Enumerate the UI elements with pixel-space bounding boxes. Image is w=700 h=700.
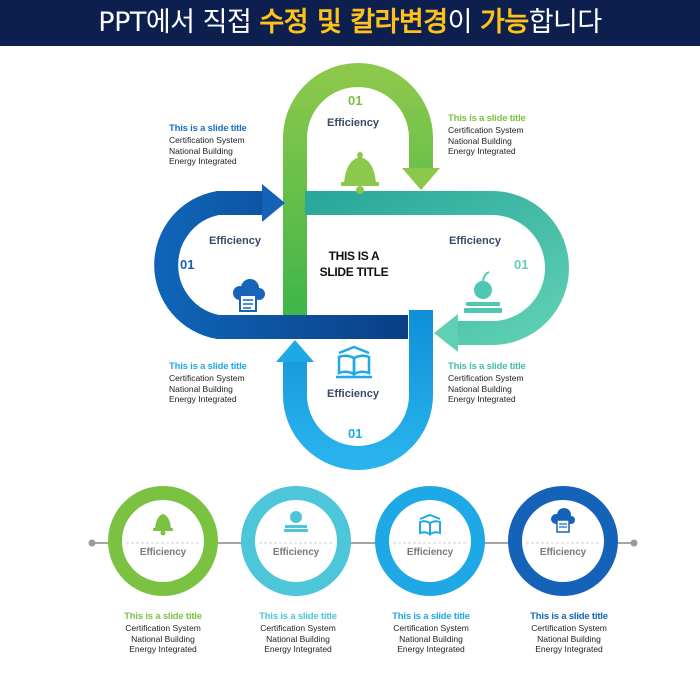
timeline-caption-1: This is a slide title Certification Syst… (113, 610, 213, 655)
timeline-circle-2-label: Efficiency (272, 547, 320, 558)
arrow-right-blue (262, 184, 285, 222)
timeline-caption-line: Energy Integrated (535, 644, 603, 654)
callout-line: Certification System (169, 373, 245, 383)
callout-title: This is a slide title (448, 361, 526, 372)
loop-bottom-number: 01 (348, 426, 363, 441)
bell-icon (341, 152, 379, 194)
callout-top-right: This is a slide title Certification Syst… (448, 112, 526, 157)
callout-line: National Building (448, 383, 512, 394)
center-title: THIS IS A SLIDE TITLE (308, 248, 400, 280)
timeline-end-dot (630, 539, 638, 547)
header-highlight-edit: 수정 및 칼라변경 (259, 7, 448, 38)
callout-bottom-left: This is a slide title Certification Syst… (169, 360, 247, 405)
callout-line: National Building (448, 135, 512, 146)
open-book-icon (419, 513, 441, 536)
loop-left-number: 01 (180, 257, 195, 272)
timeline-caption-title: This is a slide title (259, 611, 337, 622)
apple-book-icon (284, 511, 308, 532)
callout-line: Certification System (169, 135, 245, 145)
timeline-caption-line: National Building (131, 633, 195, 644)
timeline-caption-title: This is a slide title (124, 611, 202, 622)
timeline-caption-2: This is a slide title Certification Syst… (248, 610, 348, 655)
timeline-start-dot (88, 539, 96, 547)
arrow-left-teal (434, 314, 458, 352)
timeline-circle-3-label: Efficiency (406, 547, 454, 558)
timeline-caption-3: This is a slide title Certification Syst… (381, 610, 481, 655)
callout-line: Energy Integrated (169, 156, 237, 166)
timeline-caption-line: National Building (399, 633, 463, 644)
timeline-circle-1-label: Efficiency (139, 547, 187, 558)
loop-right-number: 01 (514, 257, 529, 272)
loop-right-teal (305, 191, 569, 352)
loop-bottom-label: Efficiency (327, 388, 379, 400)
bell-icon (153, 514, 173, 536)
timeline-caption-4: This is a slide title Certification Syst… (519, 610, 619, 655)
loop-left-blue (154, 184, 408, 339)
loop-top-label: Efficiency (327, 117, 379, 129)
loop-top-number: 01 (348, 93, 363, 108)
callout-line: National Building (169, 145, 233, 156)
timeline-caption-line: National Building (266, 633, 330, 644)
callout-line: Energy Integrated (448, 394, 516, 404)
open-book-icon (336, 345, 372, 379)
callout-line: Certification System (448, 373, 524, 383)
header-text-3: 합니다 (528, 7, 603, 38)
timeline-caption-line: Certification System (260, 623, 336, 633)
loop-top-green (283, 63, 440, 315)
callout-title: This is a slide title (169, 361, 247, 372)
callout-bottom-right: This is a slide title Certification Syst… (448, 360, 526, 405)
callout-line: National Building (169, 383, 233, 394)
timeline-circle-1 (108, 486, 218, 596)
timeline-circle-4-label: Efficiency (539, 547, 587, 558)
timeline-caption-title: This is a slide title (392, 611, 470, 622)
timeline-circle-4 (508, 486, 618, 596)
arrow-up-cyan (276, 340, 314, 362)
timeline-caption-line: Certification System (393, 623, 469, 633)
timeline-circle-3 (375, 486, 485, 596)
center-title-line-1: THIS IS A (328, 249, 380, 263)
apple-book-icon (464, 271, 502, 313)
header-banner: PPT에서 직접 수정 및 칼라변경이 가능합니다 (0, 0, 700, 46)
header-highlight-possible: 가능 (480, 7, 529, 38)
timeline-caption-line: Energy Integrated (397, 644, 465, 654)
timeline-caption-line: Energy Integrated (129, 644, 197, 654)
timeline-caption-line: National Building (537, 633, 601, 644)
cloud-document-icon (233, 279, 265, 312)
timeline-circle-2 (241, 486, 351, 596)
callout-top-left: This is a slide title Certification Syst… (169, 122, 247, 167)
center-title-line-2: SLIDE TITLE (319, 265, 389, 279)
callout-line: Energy Integrated (169, 394, 237, 404)
timeline-caption-line: Energy Integrated (264, 644, 332, 654)
header-text: PPT에서 직접 (98, 7, 260, 38)
callout-line: Energy Integrated (448, 146, 516, 156)
callout-title: This is a slide title (448, 113, 526, 124)
loop-left-label: Efficiency (209, 235, 261, 247)
loop-right-label: Efficiency (449, 235, 501, 247)
timeline-caption-line: Certification System (125, 623, 201, 633)
callout-line: Certification System (448, 125, 524, 135)
arrow-down-green (402, 168, 440, 190)
cloud-document-icon (551, 508, 575, 533)
timeline-caption-line: Certification System (531, 623, 607, 633)
loop-bottom-cyan (276, 310, 433, 470)
header-text-2: 이 (447, 7, 480, 38)
callout-title: This is a slide title (169, 123, 247, 134)
timeline-caption-title: This is a slide title (530, 611, 608, 622)
